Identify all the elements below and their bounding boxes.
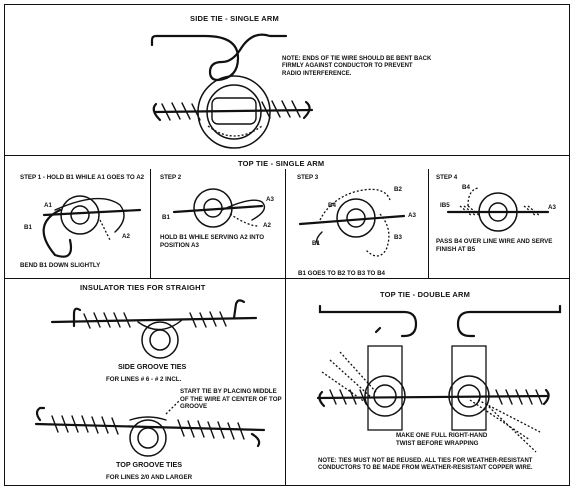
- insulator-ties-title: INSULATOR TIES FOR STRAIGHT: [80, 283, 206, 292]
- step3-label-b2: B2: [394, 186, 402, 193]
- step4-label-b4: B4: [462, 184, 470, 191]
- step4-label-ib5: IB5: [440, 202, 450, 209]
- step3-footer: B1 GOES TO B2 TO B3 TO B4: [298, 270, 385, 277]
- step2-label-a2: A2: [263, 222, 271, 229]
- top-tie-double-panel: [285, 278, 570, 486]
- top-tie-double-note: NOTE: TIES MUST NOT BE REUSED. ALL TIES …: [318, 458, 533, 472]
- side-groove-sub: FOR LINES # 6 - # 2 INCL.: [106, 376, 182, 383]
- step3-header: STEP 3: [297, 174, 319, 181]
- step3-drawing: [298, 188, 406, 257]
- step3-label-b1: B1: [312, 240, 320, 247]
- step1-label-a2: A2: [122, 233, 130, 240]
- side-tie-note: NOTE: ENDS OF TIE WIRE SHOULD BE BENT BA…: [282, 56, 432, 77]
- step4-footer: PASS B4 OVER LINE WIRE AND SERVE FINISH …: [436, 238, 553, 253]
- step3-label-b3: B3: [394, 234, 402, 241]
- step-divider-3: [428, 169, 430, 279]
- side-tie-title: SIDE TIE - SINGLE ARM: [190, 14, 279, 23]
- step3-label-b4: B4: [328, 202, 336, 209]
- start-tie-note: START TIE BY PLACING MIDDLE OF THE WIRE …: [180, 388, 282, 410]
- side-groove-caption: SIDE GROOVE TIES: [118, 362, 187, 371]
- step-divider-1: [150, 169, 152, 279]
- step4-header: STEP 4: [436, 174, 458, 181]
- step1-label-b1: B1: [24, 224, 32, 231]
- step4-label-a3: A3: [548, 204, 556, 211]
- step2-footer: HOLD B1 WHILE SERVING A2 INTO POSITION A…: [160, 234, 265, 249]
- top-tie-double-title: TOP TIE - DOUBLE ARM: [380, 290, 471, 299]
- step3-label-a3: A3: [408, 212, 416, 219]
- twist-note: MAKE ONE FULL RIGHT-HAND TWIST BEFORE WR…: [396, 432, 488, 447]
- step-divider-2: [285, 169, 287, 279]
- step2-header: STEP 2: [160, 174, 182, 181]
- step1-header: STEP 1 - HOLD B1 WHILE A1 GOES TO A2: [20, 174, 145, 181]
- step1-drawing: [42, 195, 142, 258]
- step1-footer: BEND B1 DOWN SLIGHTLY: [20, 262, 101, 269]
- top-groove-sub: FOR LINES 2/0 AND LARGER: [106, 474, 193, 481]
- top-tie-single-title: TOP TIE - SINGLE ARM: [238, 159, 325, 168]
- step2-label-b1: B1: [162, 214, 170, 221]
- step1-label-a1: A1: [44, 202, 52, 209]
- step2-label-a3: A3: [266, 196, 274, 203]
- step2-drawing: [172, 188, 266, 228]
- top-groove-caption: TOP GROOVE TIES: [116, 460, 183, 469]
- side-tie-drawing: [150, 33, 314, 149]
- step4-drawing: [446, 187, 550, 232]
